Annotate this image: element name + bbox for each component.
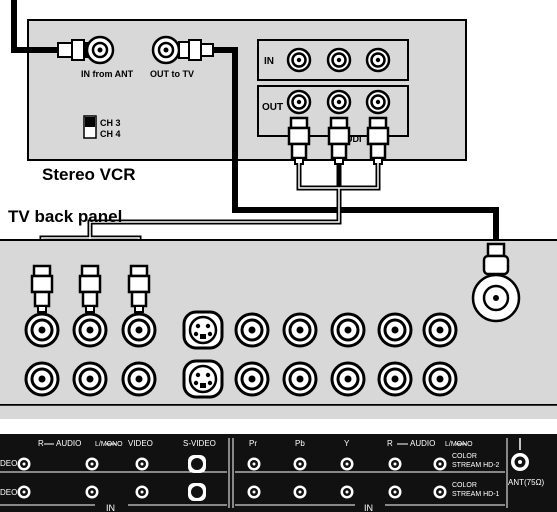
strip-color-hd1-label: COLOR	[452, 482, 477, 489]
strip-lmono-label: L/MONO	[95, 441, 123, 448]
tv-plug-video	[127, 264, 151, 314]
vcr-out-audio-l-jack[interactable]	[326, 89, 352, 115]
vcr-in-audio-r-jack[interactable]	[365, 47, 391, 73]
tv-video2-video-jack[interactable]	[121, 312, 157, 348]
ch4-label: CH 4	[100, 129, 121, 139]
strip-video1-svideo-jack	[188, 483, 206, 501]
ch3-label: CH 3	[100, 118, 121, 128]
strip-audio-label: AUDIO	[56, 439, 81, 448]
vcr-plug-audio-r	[366, 116, 390, 166]
in-from-ant-connector	[57, 35, 115, 65]
tv-hd1-audio-l-jack[interactable]	[422, 361, 458, 397]
tv-hd2-audio-r-jack[interactable]	[377, 312, 413, 348]
tv-plug-audio-r	[30, 264, 54, 314]
tv-hd1-audio-r-jack[interactable]	[377, 361, 413, 397]
strip-hd1-y-jack	[340, 485, 354, 499]
strip-in-left-label: IN	[106, 503, 115, 512]
tv-hd2-audio-l-jack[interactable]	[422, 312, 458, 348]
strip-ant-jack	[511, 438, 529, 471]
strip-video2-video-jack	[135, 457, 149, 471]
strip-hd2-audio-l-jack	[433, 457, 447, 471]
strip-hd1-audio-l-jack	[433, 485, 447, 499]
strip-hd2-audio-r-jack	[388, 457, 402, 471]
strip-hd1-pb-jack	[293, 485, 307, 499]
strip-hd1-pr-jack	[247, 485, 261, 499]
strip-stream-hd1-label: STREAM HD-1	[452, 491, 500, 498]
tv-video1-audio-l-jack[interactable]	[72, 361, 108, 397]
strip-r-label: R	[38, 439, 44, 448]
tv-title: TV back panel	[8, 207, 122, 226]
tv-video1-video-jack[interactable]	[121, 361, 157, 397]
channel-switch[interactable]	[83, 115, 97, 139]
strip-video2-svideo-jack	[188, 455, 206, 473]
vcr-out-video-jack[interactable]	[286, 89, 312, 115]
strip-hd2-pb-jack	[293, 457, 307, 471]
vcr-title: Stereo VCR	[42, 165, 136, 184]
strip-lmono2-label: L/MONO	[445, 441, 473, 448]
tv-video1-svideo-jack[interactable]	[182, 359, 224, 399]
strip-video2-audio-r-jack	[17, 457, 31, 471]
strip-y-label: Y	[344, 439, 350, 448]
strip-hd1-audio-r-jack	[388, 485, 402, 499]
strip-video-label: VIDEO	[128, 439, 153, 448]
strip-color-hd2-label: COLOR	[452, 453, 477, 460]
tv-video2-audio-l-jack[interactable]	[72, 312, 108, 348]
tv-hd2-y-jack[interactable]	[330, 312, 366, 348]
vcr-in-label: IN	[264, 56, 274, 67]
strip-svideo-label: S-VIDEO	[183, 439, 216, 448]
strip-video1-audio-l-jack	[85, 485, 99, 499]
strip-hd2-y-jack	[340, 457, 354, 471]
tv-video1-audio-r-jack[interactable]	[24, 361, 60, 397]
vcr-out-audio-r-jack[interactable]	[365, 89, 391, 115]
strip-in-right-label: IN	[364, 503, 373, 512]
vcr-plug-video	[287, 116, 311, 166]
strip-audio2-label: AUDIO	[410, 439, 435, 448]
tv-video2-svideo-jack[interactable]	[182, 310, 224, 350]
out-to-tv-label: OUT to TV	[150, 69, 194, 79]
vcr-out-label: OUT	[262, 102, 283, 113]
vcr-in-video-jack[interactable]	[286, 47, 312, 73]
strip-ant-label: ANT(75Ω)	[508, 478, 545, 487]
strip-video2-audio-l-jack	[85, 457, 99, 471]
strip-pb-label: Pb	[295, 439, 305, 448]
tv-plug-audio-l	[78, 264, 102, 314]
strip-row2-prefix: DEO-1	[0, 488, 25, 497]
strip-hd2-pr-jack	[247, 457, 261, 471]
strip-row1-prefix: DEO-2	[0, 459, 25, 468]
antenna-cable	[11, 0, 60, 53]
tv-hd2-pb-jack[interactable]	[282, 312, 318, 348]
vcr-plug-audio-l	[327, 116, 351, 166]
tv-hd1-y-jack[interactable]	[330, 361, 366, 397]
tv-antenna-connector[interactable]	[471, 242, 521, 323]
tv-hd2-pr-jack[interactable]	[234, 312, 270, 348]
in-from-ant-label: IN from ANT	[81, 69, 134, 79]
tv-video2-audio-r-jack[interactable]	[24, 312, 60, 348]
strip-r2-label: R	[387, 439, 393, 448]
out-to-tv-connector	[151, 35, 214, 65]
vcr-in-audio-l-jack[interactable]	[326, 47, 352, 73]
strip-video1-video-jack	[135, 485, 149, 499]
rf-cable	[213, 47, 499, 242]
tv-hd1-pr-jack[interactable]	[234, 361, 270, 397]
vcr-audio-partial-label: UDI	[346, 134, 362, 144]
strip-stream-hd2-label: STREAM HD-2	[452, 462, 500, 469]
label-strip	[0, 434, 557, 512]
strip-video1-audio-r-jack	[17, 485, 31, 499]
tv-hd1-pb-jack[interactable]	[282, 361, 318, 397]
strip-pr-label: Pr	[249, 439, 257, 448]
